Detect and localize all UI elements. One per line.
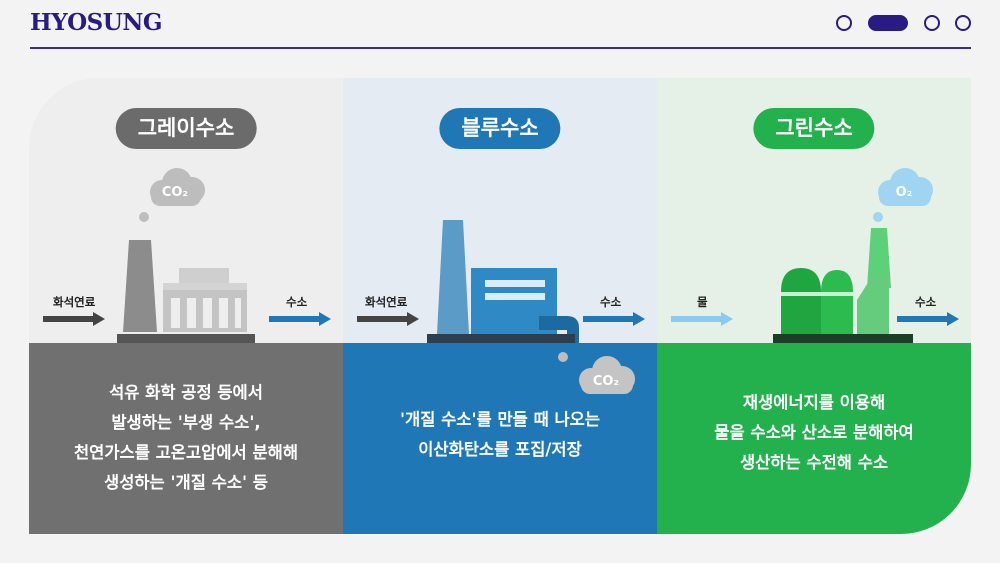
output-arrow-icon [897, 312, 959, 326]
gray-description-line-1: 석유 화학 공정 등에서 [109, 383, 263, 402]
green-hydrogen-column: O₂ 물 수소 [657, 78, 971, 534]
green-description-line-2: 물을 수소와 산소로 분해하여 [714, 423, 914, 442]
gray-description-line-2: 발생하는 '부생 수소', [111, 413, 261, 432]
gray-illustration-area: CO₂ [29, 78, 343, 343]
input-arrow-icon [357, 312, 419, 326]
gray-description-line-3: 천연가스를 고온고압에서 분해해 [73, 443, 298, 462]
gray-hydrogen-column: CO₂ [29, 78, 343, 534]
green-gas-label: O₂ [896, 185, 913, 200]
gray-description: 석유 화학 공정 등에서 발생하는 '부생 수소', 천연가스를 고온고압에서 … [29, 378, 343, 498]
blue-illustration-area: 화석연료 수소 블루수소 [343, 78, 657, 343]
blue-description-line-1: '개질 수소'를 만들 때 나오는 [399, 410, 601, 429]
chimney-icon [437, 220, 469, 334]
green-output-label: 수소 [915, 295, 937, 309]
o2-cloud-icon [873, 168, 933, 222]
blue-description: '개질 수소'를 만들 때 나오는 이산화탄소를 포집/저장 [343, 405, 657, 465]
blue-description-area: CO₂ '개질 수소'를 만들 때 나오는 이산화탄소를 포집/저장 [343, 343, 657, 534]
co2-captured-cloud-illustration: CO₂ [558, 352, 635, 394]
gray-hydrogen-title: 그레이수소 [115, 108, 257, 149]
co2-cloud-icon [579, 356, 635, 394]
output-arrow-icon [269, 312, 331, 326]
header-divider [30, 47, 971, 49]
green-description: 재생에너지를 이용해 물을 수소와 산소로 분해하여 생산하는 수전해 수소 [657, 388, 971, 478]
gray-factory-illustration: CO₂ [43, 168, 331, 343]
green-hydrogen-title: 그린수소 [753, 108, 875, 149]
blue-description-line-2: 이산화탄소를 포집/저장 [418, 440, 582, 459]
co2-cloud-icon [139, 168, 205, 222]
blue-gas-label: CO₂ [593, 374, 619, 389]
chimney-icon [123, 240, 157, 332]
pager-dot-4[interactable] [955, 15, 971, 31]
blue-input-label: 화석연료 [365, 295, 408, 309]
input-arrow-icon [43, 312, 105, 326]
green-description-line-1: 재생에너지를 이용해 [742, 393, 886, 412]
green-plant-illustration: O₂ [671, 168, 959, 343]
header: HYOSUNG [0, 0, 1000, 50]
tank-icon [781, 268, 821, 334]
green-description-line-3: 생산하는 수전해 수소 [739, 453, 889, 472]
blue-hydrogen-title: 블루수소 [439, 108, 561, 149]
green-illustration-area: O₂ 물 수소 [657, 78, 971, 343]
output-arrow-icon [583, 312, 645, 326]
pager-dot-2-active[interactable] [868, 15, 908, 31]
green-description-area: 재생에너지를 이용해 물을 수소와 산소로 분해하여 생산하는 수전해 수소 [657, 343, 971, 534]
gray-gas-label: CO₂ [162, 185, 188, 200]
gray-description-line-4: 생성하는 '개질 수소' 등 [104, 473, 268, 492]
water-input-arrow-icon [671, 312, 733, 326]
blue-output-label: 수소 [600, 295, 622, 309]
pager-dot-1[interactable] [836, 15, 852, 31]
gray-input-label: 화석연료 [53, 295, 96, 309]
pager-dot-3[interactable] [924, 15, 940, 31]
blue-factory-illustration [357, 220, 645, 343]
hydrogen-types-panel: CO₂ [29, 78, 971, 534]
gray-description-area: 석유 화학 공정 등에서 발생하는 '부생 수소', 천연가스를 고온고압에서 … [29, 343, 343, 534]
blue-hydrogen-column: 화석연료 수소 블루수소 CO₂ '개질 수소'를 만들 때 나오는 이산화탄소… [343, 78, 657, 534]
stack-icon [857, 278, 889, 334]
gray-output-label: 수소 [286, 295, 308, 309]
slide-pager [836, 15, 976, 33]
green-input-label: 물 [697, 295, 708, 309]
hyosung-logo[interactable]: HYOSUNG [30, 9, 163, 36]
